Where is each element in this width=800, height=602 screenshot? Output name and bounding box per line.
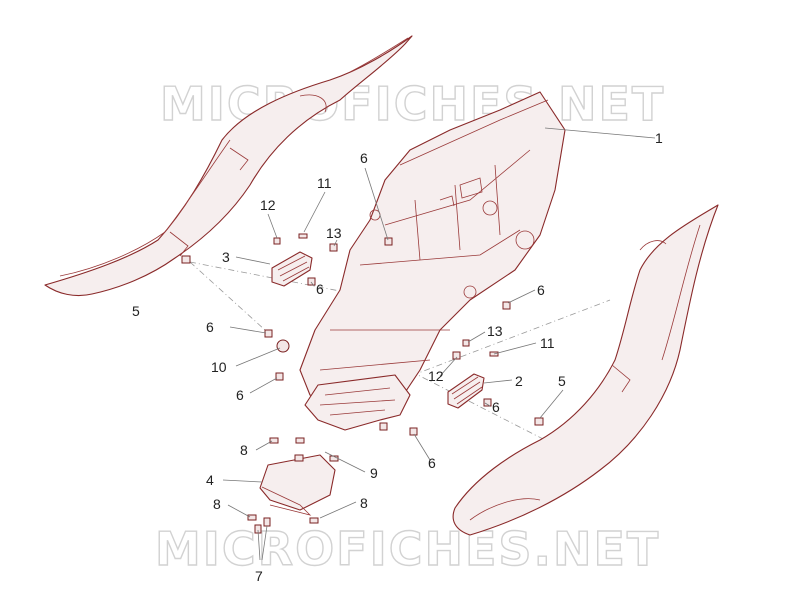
callout-6: 6 bbox=[360, 150, 368, 166]
rear-frame-undertray bbox=[299, 91, 566, 411]
callout-4: 4 bbox=[206, 472, 214, 488]
callout-3: 3 bbox=[222, 249, 230, 265]
callout-8: 8 bbox=[360, 495, 368, 511]
hardware bbox=[247, 233, 511, 534]
callout-6: 6 bbox=[236, 387, 244, 403]
callout-6: 6 bbox=[428, 455, 436, 471]
callout-6: 6 bbox=[206, 319, 214, 335]
callout-8: 8 bbox=[240, 442, 248, 458]
callout-6: 6 bbox=[537, 282, 545, 298]
right-side-panel bbox=[452, 204, 719, 536]
callout-13: 13 bbox=[487, 323, 503, 339]
callout-8: 8 bbox=[213, 496, 221, 512]
callout-5: 5 bbox=[558, 373, 566, 389]
watermark-top: MICROFICHES.NET bbox=[160, 77, 665, 131]
guard-plate bbox=[304, 374, 411, 431]
callout-1: 1 bbox=[655, 130, 663, 146]
callout-9: 9 bbox=[370, 465, 378, 481]
callout-13: 13 bbox=[326, 225, 342, 241]
callout-5: 5 bbox=[132, 303, 140, 319]
leader-lines bbox=[222, 127, 656, 561]
callout-6: 6 bbox=[492, 399, 500, 415]
callout-6: 6 bbox=[316, 281, 324, 297]
callout-11: 11 bbox=[317, 175, 332, 191]
left-footpeg bbox=[271, 251, 313, 287]
watermark-bottom: MICROFICHES.NET bbox=[155, 522, 660, 576]
cover-part bbox=[259, 454, 336, 516]
left-side-panel bbox=[44, 35, 413, 297]
callout-2: 2 bbox=[515, 373, 523, 389]
callout-labels: 1 6 11 12 13 3 6 5 6 6 10 6 13 11 12 2 6… bbox=[132, 130, 663, 584]
right-footpeg bbox=[447, 373, 485, 409]
callout-10: 10 bbox=[211, 359, 227, 375]
callout-12: 12 bbox=[260, 197, 276, 213]
callout-12: 12 bbox=[428, 368, 444, 384]
callout-11: 11 bbox=[540, 335, 555, 351]
callout-7: 7 bbox=[255, 568, 263, 584]
